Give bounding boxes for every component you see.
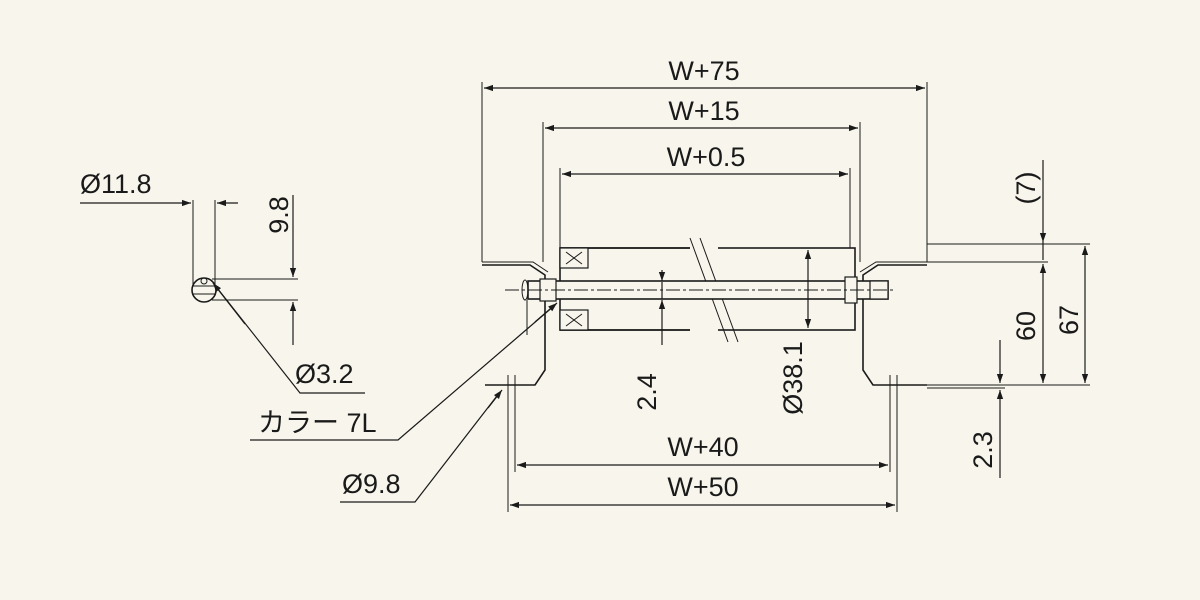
- leader-collar: [250, 304, 556, 441]
- label-w05: W+0.5: [667, 142, 746, 172]
- left-frame: [482, 264, 546, 386]
- label-24: 2.4: [632, 373, 662, 411]
- label-23: 2.3: [968, 431, 998, 469]
- label-d98: Ø9.8: [342, 469, 401, 499]
- label-w75: W+75: [668, 56, 739, 86]
- shaft-end-circle: [191, 277, 217, 303]
- label-w15: W+15: [668, 96, 739, 126]
- top-dimensions: [481, 82, 928, 262]
- label-w50: W+50: [667, 472, 738, 502]
- label-d118: Ø11.8: [80, 169, 152, 199]
- label-67: 67: [1054, 305, 1084, 335]
- label-d381: Ø38.1: [778, 341, 808, 415]
- bottom-dimensions: [250, 250, 898, 512]
- label-w40: W+40: [667, 432, 738, 462]
- shaft-end-detail: [80, 195, 365, 394]
- label-7: (7): [1011, 172, 1041, 205]
- right-frame: [862, 264, 927, 386]
- leader-d98: [340, 391, 501, 503]
- right-dimensions: [927, 160, 1090, 478]
- pin-hole: [200, 277, 208, 285]
- label-d32: Ø3.2: [295, 359, 354, 389]
- label-collar-7l: カラー 7L: [258, 408, 377, 438]
- label-98-top: 9.8: [264, 196, 294, 234]
- dimension-labels: W+75 W+15 W+0.5 W+40 W+50 Ø11.8 9.8 Ø3.2…: [80, 56, 1084, 502]
- label-60: 60: [1011, 311, 1041, 341]
